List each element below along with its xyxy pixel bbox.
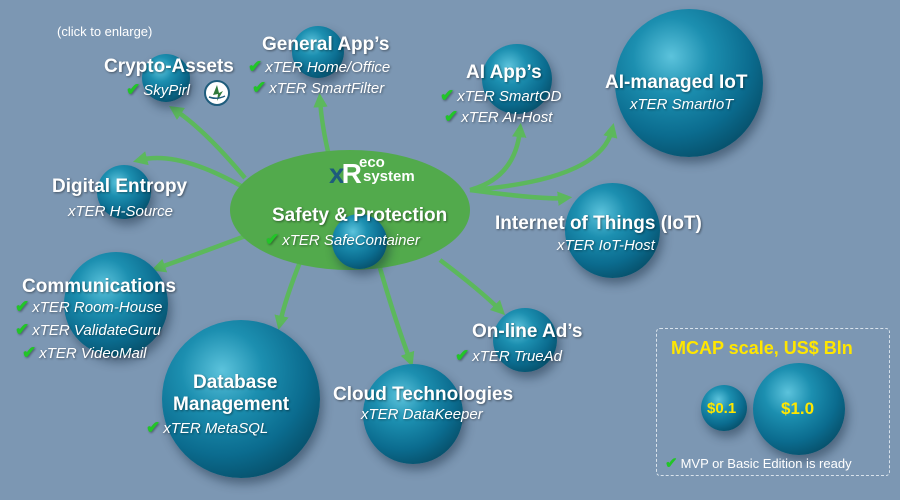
click-to-enlarge-hint[interactable]: (click to enlarge) [57,24,153,39]
communications-product-1: ✔xTER Room-House [15,297,163,316]
arrow-to-ads [438,258,506,316]
communications-product-2: ✔xTER ValidateGuru [15,320,161,339]
sphere-safety-protection [332,214,387,269]
logo-system: system [363,168,415,185]
online-ads-title: On-line Ad’s [472,321,583,342]
sphere-ai-apps [482,44,552,114]
mcap-scale-title: MCAP scale, US$ Bln [671,338,853,358]
mcap-scale-legend [656,328,890,476]
xr-ecosystem-logo: xR eco system [329,154,429,189]
sphere-crypto-assets [142,54,190,102]
iot-title: Internet of Things (IoT) [495,213,702,234]
arrow-to-comms [151,232,249,273]
online-ads-product: ✔xTER TrueAd [455,346,562,365]
arrow-to-iot [469,187,573,206]
sphere-communications [64,252,168,356]
sphere-ai-managed-iot [615,9,763,157]
check-icon: ✔ [252,78,267,97]
arrow-to-ai-iot [469,123,618,193]
general-apps-title: General App’s [262,34,390,55]
database-title-line-1: Database [193,372,278,393]
arrow-to-ai-apps [469,122,527,193]
digital-entropy-title: Digital Entropy [52,176,188,197]
communications-title: Communications [22,276,177,297]
general-apps-product-1: ✔xTER Home/Office [248,57,391,76]
check-icon: ✔ [126,80,141,99]
arrow-to-crypto [169,106,247,180]
sphere-iot [565,183,660,278]
arrow-to-entropy [133,151,250,192]
sphere-digital-entropy [97,165,151,219]
general-apps-product-2: ✔xTER SmartFilter [252,78,385,97]
ai-apps-product-1: ✔xTER SmartOD [440,86,562,105]
crypto-title: Crypto-Assets [104,56,234,77]
center-product: ✔xTER SafeContainer [265,230,420,249]
scale-large-label: $1.0 [781,399,815,418]
check-icon: ✔ [440,86,455,105]
check-icon: ✔ [665,455,678,472]
check-icon: ✔ [248,57,263,76]
sphere-online-ads [493,308,557,372]
logo-eco: eco [359,154,385,171]
scale-legend-text: ✔MVP or Basic Edition is ready [665,455,852,472]
ai-apps-product-2: ✔xTER AI-Host [444,107,553,126]
scale-sphere-small [701,385,747,431]
database-title-line-2: Management [173,394,290,415]
iot-product: xTER IoT-Host [557,237,655,254]
check-icon: ✔ [444,107,459,126]
arrow-to-database [274,261,303,331]
center-title: Safety & Protection [272,205,448,226]
ai-apps-title: AI App’s [466,62,542,83]
sphere-general-apps [292,26,344,78]
check-icon: ✔ [15,320,30,339]
skypirl-logo-icon [204,80,230,106]
ai-iot-product: xTER SmartIoT [630,96,734,113]
ai-iot-title: AI-managed IoT [605,72,748,93]
cloud-product: xTER DataKeeper [361,406,483,423]
crypto-product: ✔SkyPirl [126,80,190,99]
check-icon: ✔ [15,297,30,316]
logo-x: x [329,158,344,189]
communications-product-3: ✔xTER VideoMail [22,343,147,362]
logo-r: R [341,158,362,189]
check-icon: ✔ [146,418,161,437]
scale-sphere-large [753,363,845,455]
database-product: ✔xTER MetaSQL [146,418,269,437]
sphere-database-management [162,320,320,478]
scale-small-label: $0.1 [707,400,737,417]
digital-entropy-product: xTER H-Source [68,203,174,220]
check-icon: ✔ [265,230,280,249]
cloud-title: Cloud Technologies [333,384,514,405]
check-icon: ✔ [22,343,37,362]
arrow-to-cloud [377,267,415,367]
sphere-cloud-technologies [363,364,463,464]
check-icon: ✔ [455,346,470,365]
